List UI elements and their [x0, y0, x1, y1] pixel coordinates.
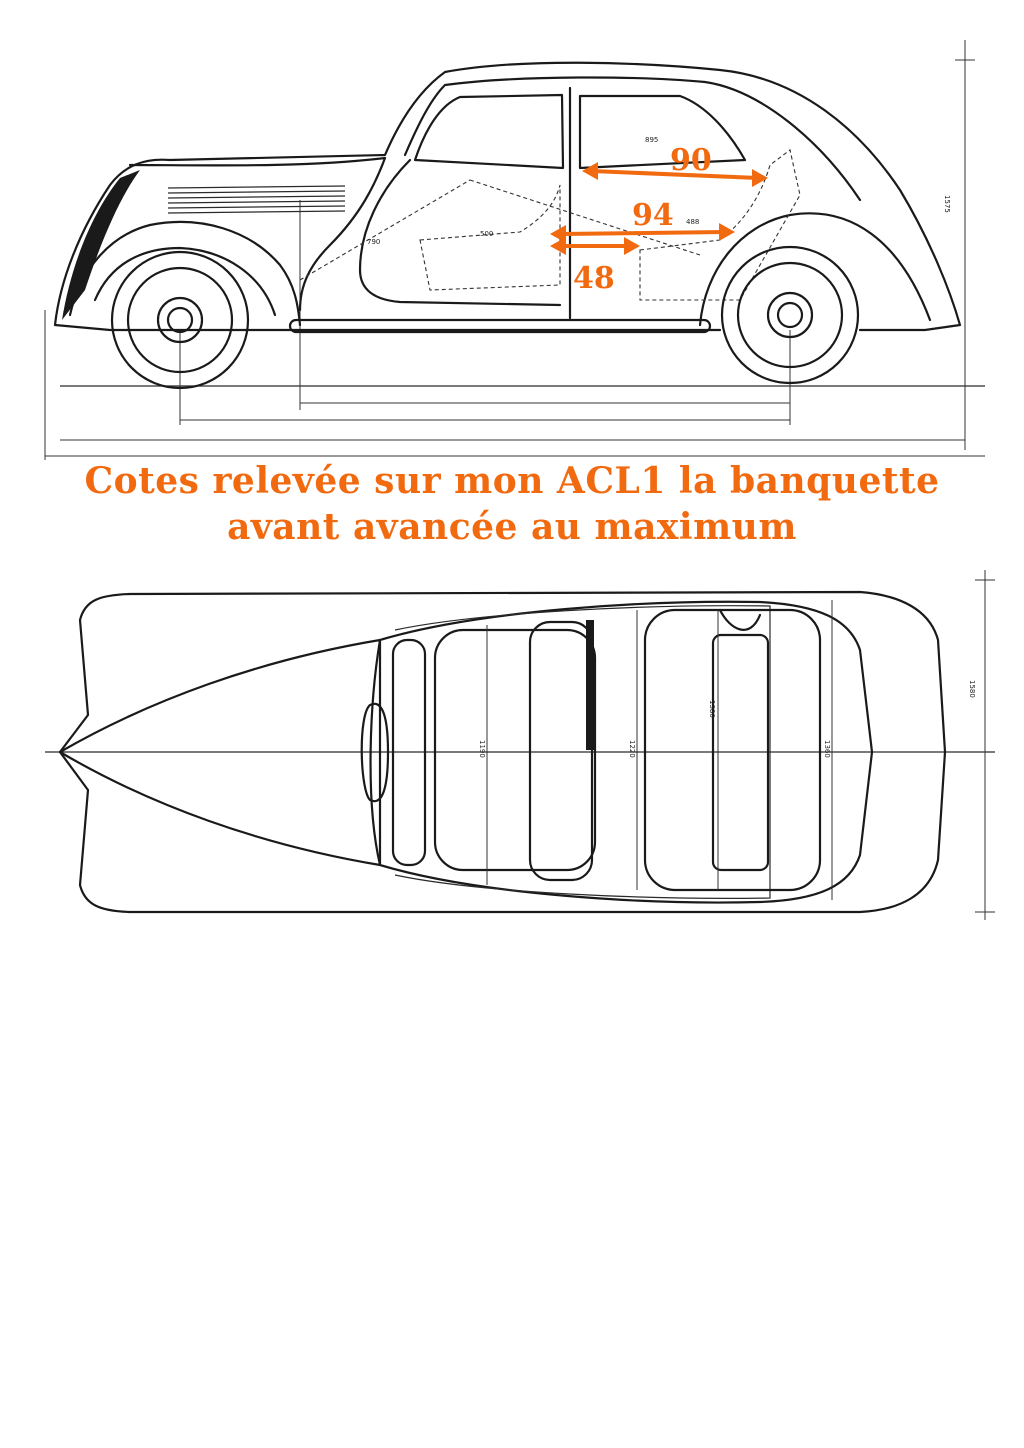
rear-seat-outline	[639, 149, 801, 301]
annotation-overall-width: 1580	[968, 680, 976, 698]
running-board	[288, 318, 712, 334]
annotation-small-dim: 488	[686, 218, 699, 226]
cabin-inner-outline	[394, 605, 771, 899]
rear-wheel	[720, 245, 860, 385]
rear-seat-cushion	[711, 633, 770, 872]
annotation-width-mid: 1220	[628, 740, 636, 758]
caption-line-1: Cotes relevée sur mon ACL1 la banquette	[84, 460, 940, 502]
front-seat-back	[528, 620, 594, 882]
measurement-90-label: 90	[670, 143, 712, 178]
rear-window	[578, 94, 747, 170]
front-fender	[68, 220, 302, 327]
front-wheel	[110, 250, 250, 390]
annotation-seat-dim: 895	[645, 136, 658, 144]
rear-fender	[698, 212, 932, 327]
caption: Cotes relevée sur mon ACL1 la banquette …	[0, 458, 1024, 550]
measurement-90: 90	[582, 143, 768, 187]
grille	[62, 170, 140, 320]
interior-diagonal	[299, 179, 701, 281]
annotation-height-dim: 1575	[943, 195, 951, 213]
dashboard	[391, 638, 427, 867]
top-view-body-outline	[58, 590, 947, 914]
caption-line-2: avant avancée au maximum	[227, 506, 797, 548]
annotation-width-back: 1360	[823, 740, 831, 758]
measurement-94-label: 94	[632, 198, 674, 233]
rear-wheel-arch	[718, 608, 762, 631]
annotation-width-rear: 1380	[708, 700, 716, 718]
hood-wedge	[58, 638, 382, 867]
windshield-bump	[360, 702, 390, 803]
hood-louvers	[167, 185, 346, 214]
hood-line	[128, 156, 387, 312]
annotation-mid-dim: 500	[480, 230, 493, 238]
rear-seat	[643, 608, 822, 892]
cabin-outline	[378, 600, 874, 904]
front-seat-bar	[586, 620, 594, 750]
measurement-94: 94	[550, 198, 735, 243]
measurement-48: 48	[550, 237, 640, 296]
car-body-outline	[53, 61, 962, 332]
side-view-drawing: 895 790 500 488 1575 90 94 48	[44, 40, 985, 460]
annotation-front-dim: 790	[367, 238, 380, 246]
measurement-48-label: 48	[573, 261, 615, 296]
front-window	[413, 93, 565, 170]
front-seat	[433, 628, 597, 872]
front-door-edge	[358, 158, 562, 307]
annotation-width-front: 1190	[478, 740, 486, 758]
roof-line	[403, 76, 862, 202]
front-fender-inner	[93, 246, 277, 317]
